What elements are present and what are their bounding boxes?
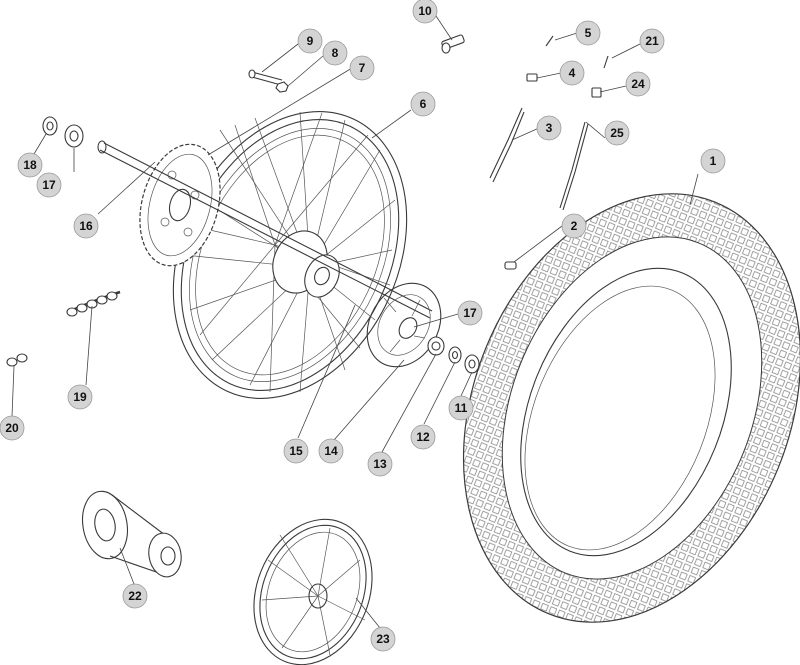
callout-9: 9: [297, 28, 323, 54]
nut: [275, 81, 289, 93]
callout-21: 21: [639, 28, 665, 54]
washer-12: [448, 346, 462, 364]
callout-label: 13: [373, 457, 387, 471]
brake-disc: [366, 282, 442, 368]
callout-label: 4: [569, 66, 576, 80]
callout-label: 25: [610, 126, 624, 140]
callout-label: 1: [710, 154, 717, 168]
callout-label: 16: [79, 219, 93, 233]
callout-6: 6: [410, 91, 436, 117]
callout-16: 16: [73, 213, 99, 239]
callout-label: 19: [73, 390, 87, 404]
valve: [441, 34, 465, 54]
callout-14: 14: [318, 438, 344, 464]
callout-label: 22: [128, 589, 142, 603]
callout-label: 8: [332, 46, 339, 60]
callout-label: 15: [289, 444, 303, 458]
callout-10: 10: [412, 0, 438, 24]
nipple-2: [504, 261, 517, 270]
callout-1: 1: [700, 148, 726, 174]
spacer-13: [427, 336, 445, 356]
master-link: [6, 353, 28, 367]
callout-19: 19: [67, 384, 93, 410]
callout-label: 23: [376, 632, 390, 646]
callout-25: 25: [604, 120, 630, 146]
callout-20: 20: [0, 415, 25, 441]
callout-label: 24: [631, 77, 645, 91]
callout-label: 10: [418, 4, 432, 18]
callout-label: 11: [455, 401, 468, 415]
chain: [66, 290, 121, 317]
wheel-assembly-small: [253, 518, 373, 665]
callout-17-right: 17: [457, 300, 483, 326]
callout-label: 2: [571, 219, 578, 233]
callout-label: 3: [546, 121, 553, 135]
callout-22: 22: [122, 583, 148, 609]
callout-4: 4: [559, 60, 585, 86]
callout-label: 7: [359, 61, 366, 75]
callout-8: 8: [322, 40, 348, 66]
callout-label: 6: [420, 97, 427, 111]
callout-24: 24: [625, 71, 651, 97]
callout-12: 12: [410, 424, 436, 450]
callout-label: 21: [645, 34, 659, 48]
callout-23: 23: [370, 626, 396, 652]
callout-17-left: 17: [36, 172, 62, 198]
callout-label: 5: [585, 26, 592, 40]
callout-7: 7: [349, 55, 375, 81]
callout-label: 9: [307, 34, 314, 48]
spoke-5: [545, 35, 554, 47]
callout-label: 17: [42, 178, 56, 192]
nut-11: [464, 354, 480, 374]
sprocket: [139, 143, 221, 267]
tire: [462, 193, 800, 623]
leader-lines: [11, 15, 699, 629]
callout-13: 13: [367, 451, 393, 477]
callout-3: 3: [536, 115, 562, 141]
callout-label: 18: [23, 158, 37, 172]
callout-11: 11: [448, 395, 474, 421]
bolt: [248, 69, 283, 86]
callout-18: 18: [17, 152, 43, 178]
spoke-21: [603, 55, 609, 69]
bearing-17: [64, 124, 84, 148]
callout-label: 12: [416, 430, 430, 444]
callout-label: 17: [463, 306, 477, 320]
callout-label: 20: [5, 421, 19, 435]
callout-label: 14: [324, 444, 338, 458]
spoke-25: [559, 121, 589, 211]
callout-5: 5: [575, 20, 601, 46]
nipple-24: [591, 87, 602, 98]
nipple-4: [526, 73, 538, 82]
callout-2: 2: [561, 213, 587, 239]
hub-assembly: [81, 490, 182, 578]
hub: [272, 230, 340, 298]
spoke-3: [489, 107, 525, 183]
callout-15: 15: [283, 438, 309, 464]
axle: [97, 140, 433, 319]
bearing-18: [42, 116, 58, 136]
